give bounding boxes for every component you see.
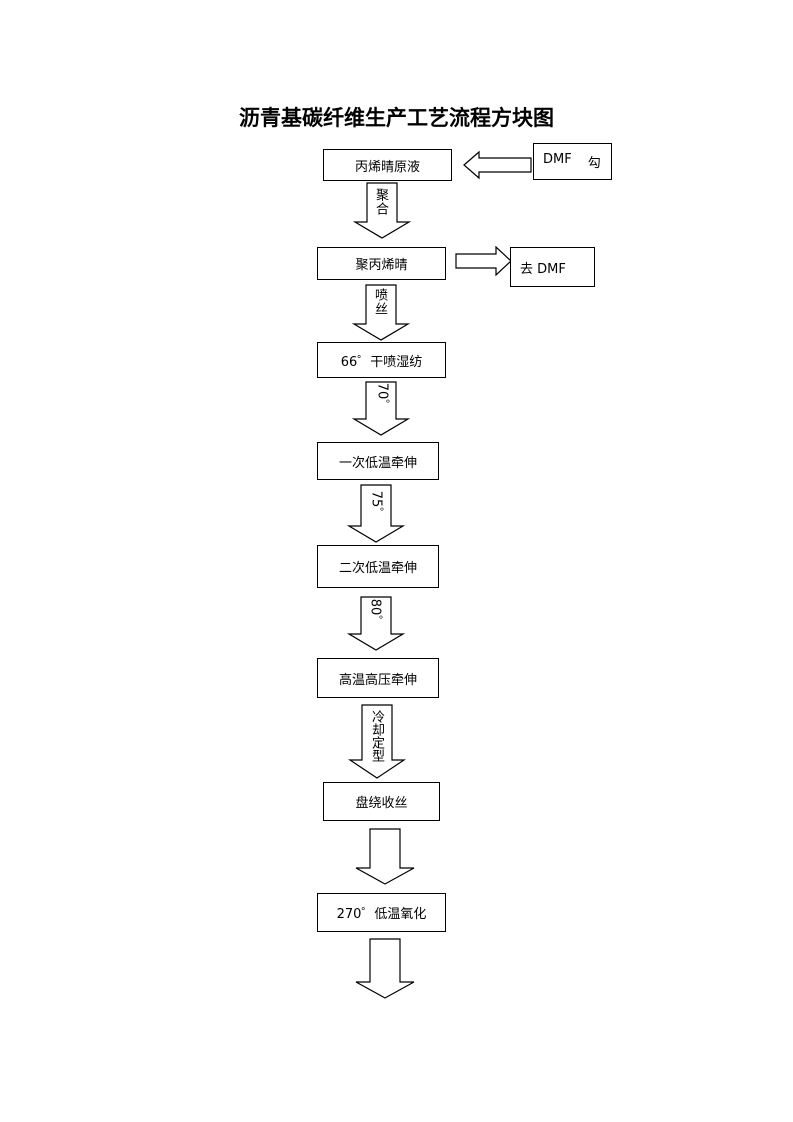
- flow-arrow-5: [347, 596, 405, 652]
- flow-arrow-1: [353, 182, 411, 240]
- flow-arrow-7: [354, 828, 416, 886]
- dmf-output-box: 去 DMF: [510, 247, 595, 287]
- step-box-2: 聚丙烯晴: [317, 247, 446, 280]
- input-arrow-left: [463, 150, 533, 180]
- step-box-5: 二次低温牵伸: [317, 545, 439, 588]
- flow-arrow-3: [352, 381, 410, 437]
- flow-arrow-label-3: 70゜: [374, 382, 390, 413]
- output-arrow-right: [455, 246, 513, 276]
- flow-arrow-label-4: 75゜: [368, 490, 384, 521]
- flow-arrow-8: [354, 938, 416, 1000]
- dmf-input-cjk: 勾: [587, 156, 601, 171]
- flow-arrow-label-2: 喷丝: [372, 288, 387, 316]
- flow-arrow-4: [347, 484, 405, 544]
- step-box-4: 一次低温牵伸: [317, 442, 439, 480]
- flow-arrow-label-1: 聚合: [373, 188, 388, 216]
- flow-arrow-label-5: 80゜: [367, 598, 383, 629]
- flow-arrow-6: [348, 704, 406, 780]
- dmf-input-box: DMF 勾: [533, 143, 612, 180]
- step-box-6: 高温高压牵伸: [317, 658, 439, 698]
- flow-arrow-label-6: 冷却定型: [369, 710, 384, 762]
- diagram-title: 沥青基碳纤维生产工艺流程方块图: [239, 105, 554, 130]
- step-box-7: 盘绕收丝: [323, 782, 440, 821]
- dmf-input-latin: DMF: [543, 152, 572, 167]
- flow-arrow-2: [352, 284, 410, 342]
- step-box-1: 丙烯晴原液: [323, 149, 452, 181]
- step-box-8: 270゜低温氧化: [317, 893, 446, 932]
- step-box-3: 66゜干喷湿纺: [317, 342, 446, 378]
